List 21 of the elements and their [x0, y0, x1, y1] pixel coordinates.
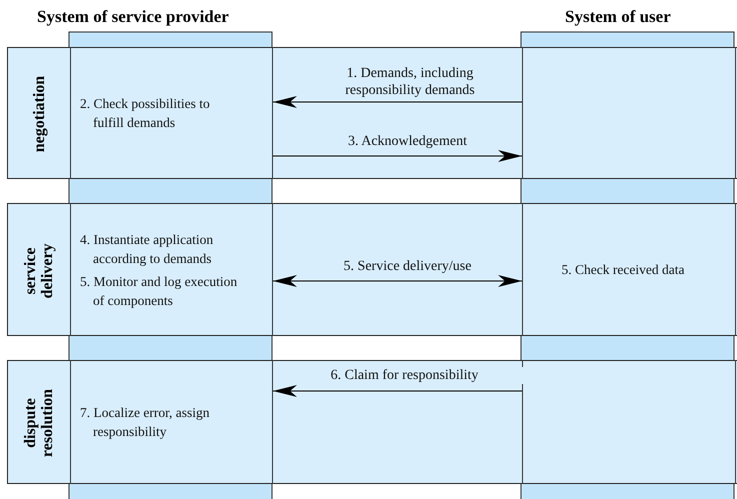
activity-cell: [70, 47, 273, 179]
arrow: [272, 150, 522, 162]
phase-label: dispute resolution: [21, 388, 57, 460]
arrow: [272, 275, 522, 287]
activity-cell: [522, 203, 736, 336]
arrow: [272, 385, 522, 397]
column-heading: System of user: [565, 7, 671, 27]
phase-band: [7, 47, 737, 179]
column-heading: System of service provider: [37, 7, 229, 27]
arrow: [272, 96, 522, 108]
activity-text: 5. Monitor and log execution of components: [79, 272, 238, 310]
activity-text: 7. Localize error, assign responsibility: [79, 404, 211, 441]
phase-band: [7, 360, 737, 484]
phase-label: service delivery: [21, 242, 57, 300]
activity-cell: [70, 360, 273, 484]
activity-text: 2. Check possibilities to fulfill demands: [79, 95, 211, 132]
phase-label: negotiation: [30, 74, 48, 154]
activity-cell: [70, 203, 273, 336]
activity-text: 4. Instantiate application according to demands: [79, 230, 214, 268]
activity-text: 5. Check received data: [560, 261, 686, 279]
phase-band: [7, 203, 737, 336]
